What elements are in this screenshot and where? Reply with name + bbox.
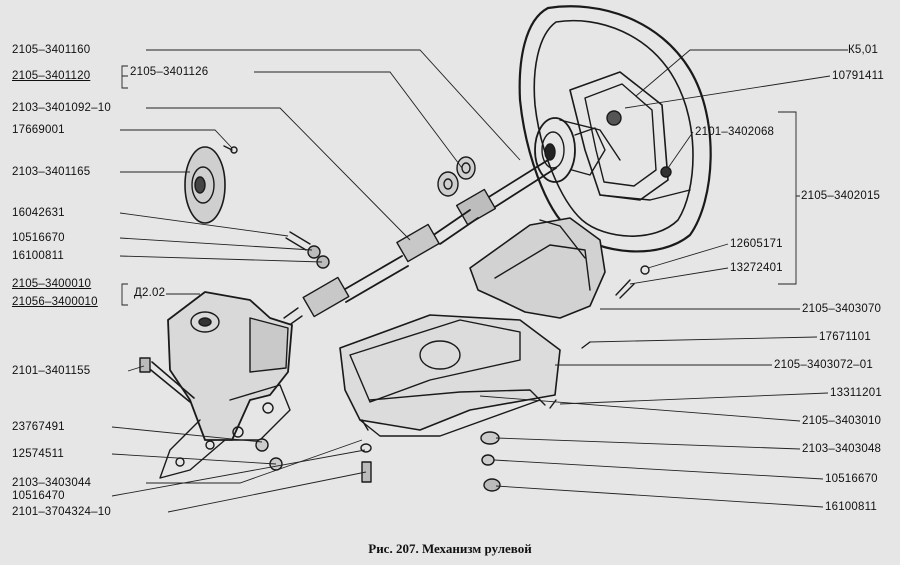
label-10516670-right: 10516670 — [825, 473, 878, 485]
label-10791411: 10791411 — [832, 70, 884, 82]
label-2101-3401155: 2101–3401155 — [12, 365, 91, 377]
label-2103-3401165: 2103–3401165 — [12, 166, 91, 178]
label-23767491: 23767491 — [12, 421, 65, 433]
label-2105-3401126: 2105–3401126 — [130, 66, 209, 78]
label-16100811-left: 16100811 — [12, 250, 64, 262]
label-2105-3403070: 2105–3403070 — [802, 303, 882, 315]
label-12574511: 12574511 — [12, 448, 64, 460]
label-2103-3401092-10: 2103–3401092–10 — [12, 102, 111, 114]
figure-caption: Рис. 207. Механизм рулевой — [368, 541, 532, 556]
label-d2-02: Д2.02 — [134, 287, 166, 299]
intermediate-shaft — [283, 223, 440, 327]
label-10516470: 10516470 — [12, 490, 65, 502]
label-16042631: 16042631 — [12, 207, 65, 219]
leader-lines — [111, 49, 848, 513]
label-2105-3403010: 2105–3403010 — [802, 415, 882, 427]
label-13311201: 13311201 — [830, 387, 882, 399]
steering-hub — [534, 117, 606, 183]
label-2103-3403048: 2103–3403048 — [802, 443, 882, 455]
label-2103-3403044: 2103–3403044 — [12, 477, 92, 489]
label-17671101: 17671101 — [819, 331, 871, 343]
label-17669001: 17669001 — [12, 124, 65, 136]
mounting-flange — [184, 146, 226, 224]
label-10516670-left: 10516670 — [12, 232, 65, 244]
label-12605171: 12605171 — [730, 238, 783, 250]
column-bracket — [339, 314, 561, 437]
column-shroud — [469, 217, 606, 319]
label-21056-3400010: 21056–3400010 — [12, 296, 98, 308]
label-2101-3402068: 2101–3402068 — [695, 126, 775, 138]
small-parts-right — [360, 265, 650, 492]
label-2105-3401160: 2105–3401160 — [12, 44, 91, 56]
label-16100811-right: 16100811 — [825, 501, 877, 513]
steering-gear-box — [159, 291, 293, 479]
label-2105-3403072-01: 2105–3403072–01 — [774, 359, 873, 371]
label-2105-3402015: 2105–3402015 — [801, 190, 881, 202]
label-k5-01: К5,01 — [848, 44, 879, 56]
upper-steering-shaft — [431, 156, 557, 245]
label-2105-3400010: 2105–3400010 — [12, 278, 92, 290]
steering-wheel — [518, 5, 712, 253]
label-13272401: 13272401 — [730, 262, 783, 274]
label-2101-3704324-10: 2101–3704324–10 — [12, 506, 111, 518]
label-2105-3401120: 2105–3401120 — [12, 70, 91, 82]
